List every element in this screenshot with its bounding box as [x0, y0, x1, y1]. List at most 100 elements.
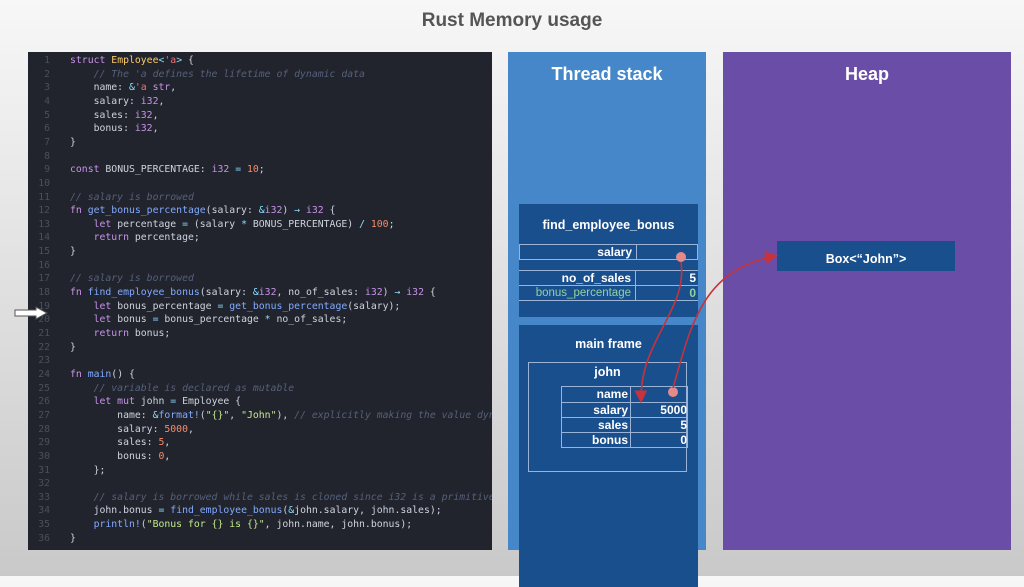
- line-number: 9: [44, 164, 50, 176]
- code-text: // The 'a defines the lifetime of dynami…: [93, 68, 365, 80]
- heap-box-john: Box<“John”>: [777, 241, 955, 271]
- line-number: 15: [38, 246, 50, 258]
- code-line: 14 return percentage;: [28, 231, 492, 245]
- code-line: 18 fn find_employee_bonus(salary: &i32, n…: [28, 286, 492, 300]
- line-number: 14: [38, 232, 50, 244]
- line-number: 2: [44, 68, 50, 80]
- code-line: 10: [28, 177, 492, 191]
- find-employee-bonus-frame: find_employee_bonus salary no_of_sales 5…: [519, 204, 698, 317]
- page-title: Rust Memory usage: [421, 10, 603, 31]
- code-text: println!("Bonus for {} is {}", john.name…: [93, 519, 413, 531]
- john-field-name: name: [562, 387, 687, 402]
- code-text: name: &'a str,: [70, 82, 177, 94]
- code-line: 32: [28, 477, 492, 491]
- line-number: 3: [44, 82, 50, 94]
- thread-stack-title: Thread stack: [551, 64, 663, 84]
- line-number: 18: [38, 287, 50, 299]
- code-line: 31 };: [28, 464, 492, 478]
- field-key: sales: [597, 418, 628, 432]
- code-line: 4 salary: i32,: [28, 95, 492, 109]
- line-number: 11: [38, 191, 50, 203]
- line-number: 30: [38, 450, 50, 462]
- code-line: 17 // salary is borrowed: [28, 272, 492, 286]
- john-fields: name salary 5000 sales 5 bonus 0: [561, 386, 688, 448]
- line-number: 26: [38, 396, 50, 408]
- john-field-sales: sales 5: [562, 417, 687, 433]
- code-line: 27 name: &format!("{}", "John"), // expl…: [28, 409, 492, 423]
- line-number: 16: [38, 259, 50, 271]
- code-line: 11 // salary is borrowed: [28, 191, 492, 205]
- code-line: 19 let bonus_percentage = get_bonus_perc…: [28, 300, 492, 314]
- stack-row-value: 5: [635, 271, 696, 285]
- code-text: // salary is borrowed: [70, 191, 194, 203]
- stack-row-value: [636, 245, 697, 259]
- stack-row-key: bonus_percentage: [535, 287, 631, 299]
- code-line: 7}: [28, 136, 492, 150]
- code-text: const BONUS_PERCENTAGE: i32 = 10;: [70, 164, 265, 176]
- line-number: 34: [38, 505, 50, 517]
- code-line: 12 fn get_bonus_percentage(salary: &i32) …: [28, 204, 492, 218]
- code-text: bonus: 0,: [70, 450, 171, 462]
- code-text: return bonus;: [93, 328, 171, 339]
- code-line: 34 john.bonus = find_employee_bonus(&joh…: [28, 504, 492, 518]
- code-text: fn get_bonus_percentage(salary: &i32) → …: [70, 205, 336, 217]
- code-line: 5 sales: i32,: [28, 109, 492, 123]
- line-number: 25: [38, 382, 50, 394]
- code-line: 33 // salary is borrowed while sales is …: [28, 491, 492, 505]
- line-number: 36: [38, 532, 50, 544]
- code-text: // salary is borrowed while sales is clo…: [93, 491, 492, 503]
- line-number: 19: [38, 300, 50, 312]
- field-key: bonus: [592, 433, 628, 447]
- code-line: 36}: [28, 532, 492, 546]
- john-var-label: john: [594, 365, 621, 379]
- name-pointer-dot: [668, 387, 678, 397]
- john-field-bonus: bonus 0: [562, 432, 687, 448]
- line-number: 13: [38, 218, 50, 230]
- main-frame: main frame john name salary 5000 sales 5…: [519, 325, 698, 587]
- code-text: fn find_employee_bonus(salary: &i32, no_…: [70, 287, 436, 299]
- code-text: let bonus = bonus_percentage * no_of_sal…: [93, 314, 348, 326]
- heap-panel: Heap: [723, 52, 1011, 550]
- stack-row-salary: salary: [519, 244, 698, 260]
- code-line: 22}: [28, 341, 492, 355]
- code-line: 28 salary: 5000,: [28, 423, 492, 437]
- code-text: // salary is borrowed: [70, 273, 194, 285]
- code-text: }: [70, 136, 76, 148]
- line-number: 7: [44, 136, 50, 148]
- stack-row-no-of-sales: no_of_sales 5: [519, 270, 698, 285]
- field-key: salary: [593, 403, 628, 417]
- salary-reference-arrow: [634, 261, 683, 404]
- stack-row-value: 0: [635, 286, 696, 300]
- current-line-arrow-icon: [14, 306, 48, 320]
- code-text: sales: i32,: [70, 109, 159, 121]
- line-number: 29: [38, 437, 50, 449]
- code-text: };: [70, 464, 106, 476]
- code-line: 13 let percentage = (salary * BONUS_PERC…: [28, 218, 492, 232]
- line-number: 23: [38, 355, 50, 367]
- code-text: salary: 5000,: [70, 423, 194, 435]
- code-line: 6 bonus: i32,: [28, 122, 492, 136]
- field-key: name: [596, 387, 628, 401]
- field-value: 0: [630, 433, 687, 448]
- code-line: 3 name: &'a str,: [28, 81, 492, 95]
- code-line: 30 bonus: 0,: [28, 450, 492, 464]
- stack-row-key: salary: [597, 245, 632, 259]
- line-number: 32: [38, 478, 50, 490]
- field-value: 5: [630, 418, 687, 433]
- salary-pointer-dot: [676, 252, 686, 262]
- code-text: }: [70, 246, 76, 258]
- line-number: 17: [38, 273, 50, 285]
- line-number: 12: [38, 205, 50, 217]
- line-number: 33: [38, 491, 50, 503]
- code-text: }: [70, 532, 76, 544]
- line-number: 20: [38, 314, 50, 326]
- thread-stack-panel: Thread stack find_employee_bonus salary …: [508, 52, 706, 587]
- line-number: 8: [44, 150, 50, 162]
- code-text: let mut john = Employee {: [93, 396, 242, 408]
- code-line: 21 return bonus;: [28, 327, 492, 341]
- john-field-salary: salary 5000: [562, 402, 687, 418]
